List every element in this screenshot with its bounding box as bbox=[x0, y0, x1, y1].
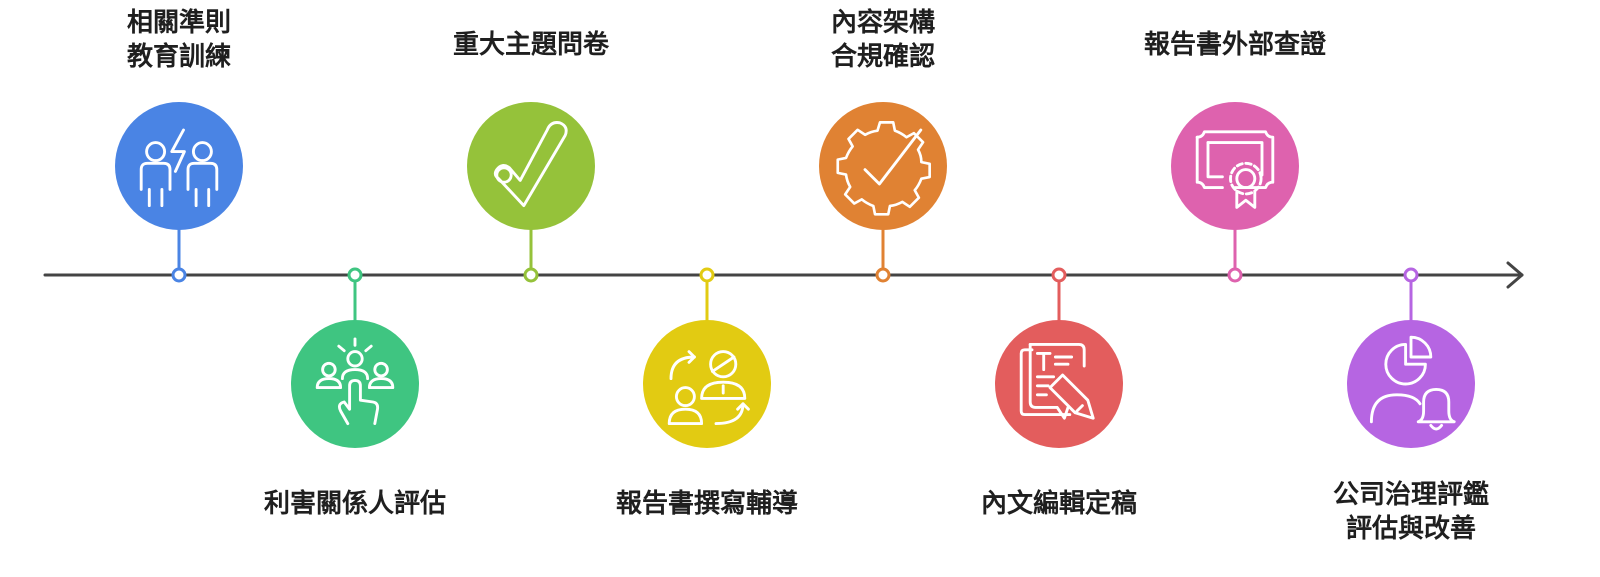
step-circle bbox=[643, 320, 771, 448]
step-circle bbox=[291, 320, 419, 448]
people-lightning-icon bbox=[139, 128, 219, 208]
timeline-step-5 bbox=[819, 102, 947, 283]
timeline-marker bbox=[347, 267, 363, 283]
timeline-marker bbox=[699, 267, 715, 283]
timeline-step-4 bbox=[643, 267, 771, 448]
document-pencil-icon bbox=[1019, 342, 1095, 420]
gear-check-icon bbox=[836, 121, 931, 216]
timeline-step-6 bbox=[995, 267, 1123, 448]
step-circle bbox=[995, 320, 1123, 448]
step-label-material-topics-survey: 重大主題問卷 bbox=[452, 30, 609, 60]
timeline-marker bbox=[1051, 267, 1067, 283]
timeline-marker bbox=[875, 267, 891, 283]
timeline-marker bbox=[1403, 267, 1419, 283]
step-label-editing-finalization: 內文編輯定稿 bbox=[980, 489, 1137, 519]
step-circle bbox=[1171, 102, 1299, 230]
checkmark-icon bbox=[493, 121, 568, 208]
user-chart-bell-icon bbox=[1369, 335, 1456, 431]
timeline-step-7 bbox=[1171, 102, 1299, 283]
step-label-standards-training: 相關準則 教育訓練 bbox=[126, 8, 231, 72]
timeline-step-2 bbox=[291, 267, 419, 448]
step-circle bbox=[467, 102, 595, 230]
group-hand-pointer-icon bbox=[315, 337, 395, 426]
step-label-governance-evaluation: 公司治理評鑑 評估與改善 bbox=[1332, 480, 1489, 544]
timeline-marker bbox=[1227, 267, 1243, 283]
timeline-arrow-head bbox=[1506, 261, 1524, 289]
timeline-step-1 bbox=[115, 102, 243, 283]
step-label-external-assurance: 報告書外部查證 bbox=[1143, 30, 1326, 60]
step-label-structure-compliance: 內容架構 合規確認 bbox=[830, 8, 935, 72]
timeline-step-8 bbox=[1347, 267, 1475, 448]
timeline-marker bbox=[523, 267, 539, 283]
timeline-step-3 bbox=[467, 102, 595, 283]
timeline-marker bbox=[171, 267, 187, 283]
people-exchange-icon bbox=[667, 350, 750, 426]
step-label-report-writing-coaching: 報告書撰寫輔導 bbox=[615, 489, 798, 519]
step-label-stakeholder-assessment: 利害關係人評估 bbox=[263, 489, 446, 519]
certificate-icon bbox=[1195, 130, 1275, 209]
